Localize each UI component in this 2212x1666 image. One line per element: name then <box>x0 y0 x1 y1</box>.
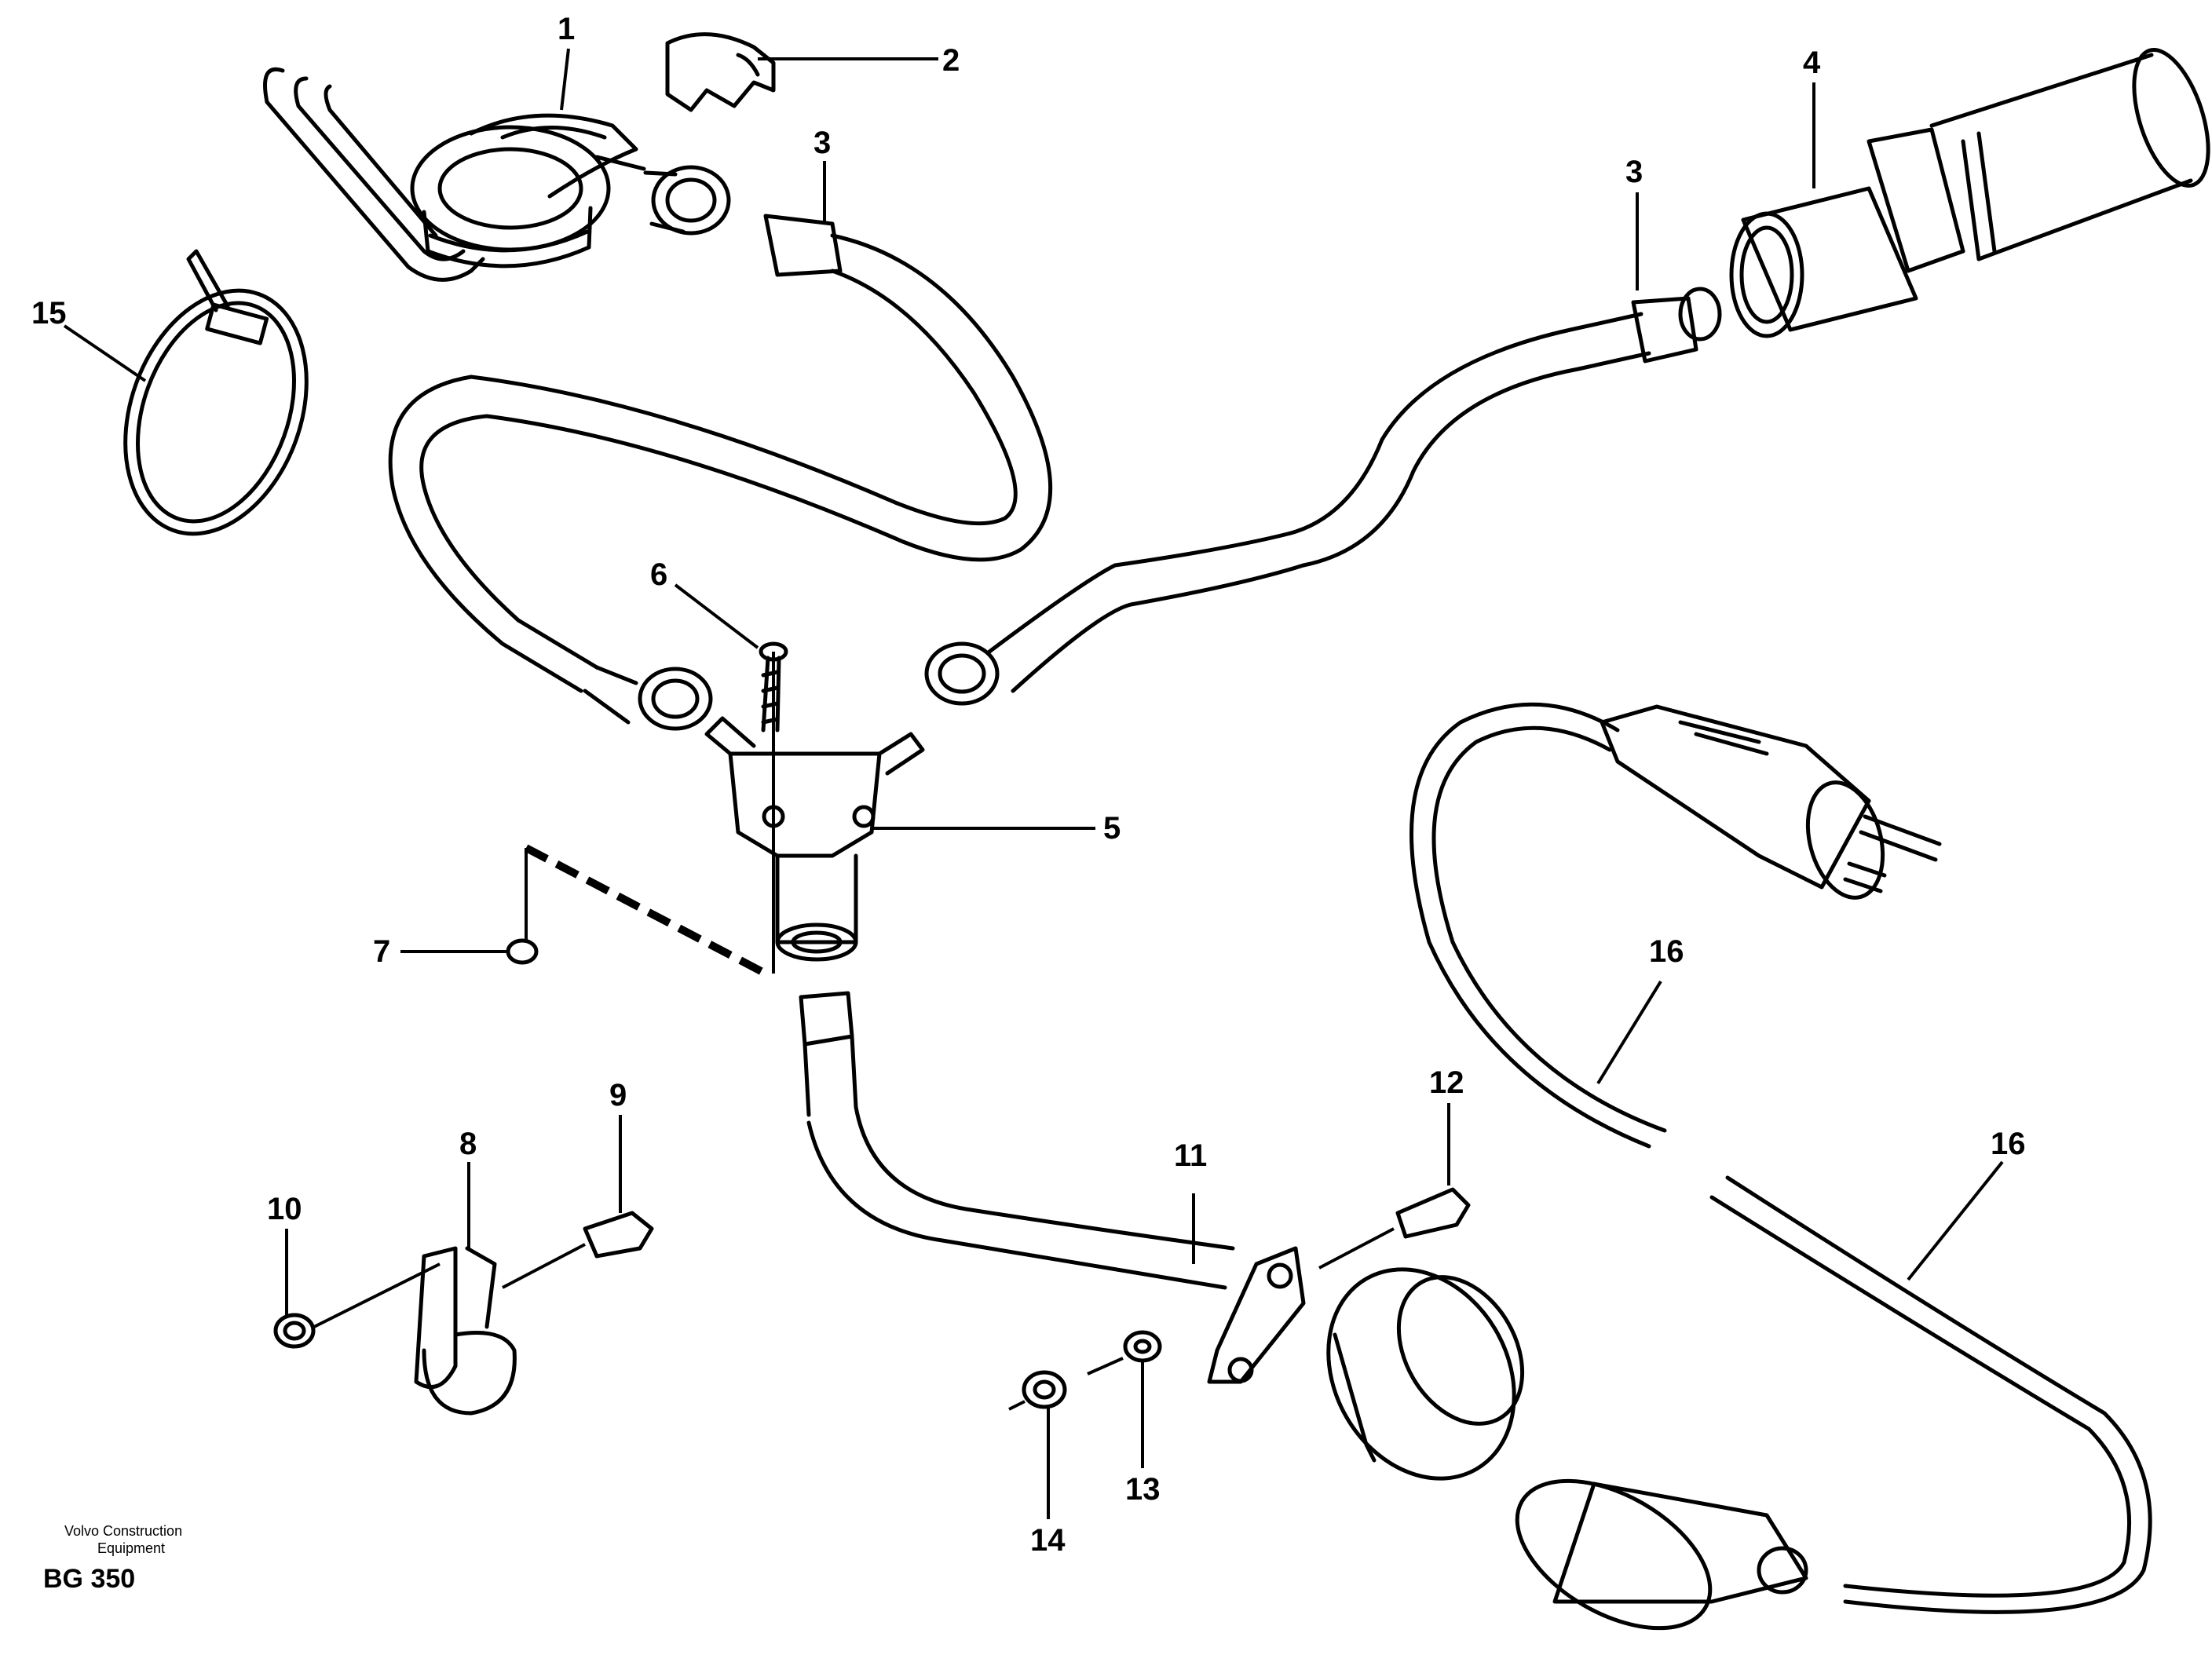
callout-12: 12 <box>1429 1065 1464 1100</box>
callout-3-right: 3 <box>1625 155 1643 189</box>
callout-16-upper: 16 <box>1649 934 1684 969</box>
socket-part <box>1207 1246 1525 1481</box>
hose-upper-loop <box>388 165 1053 731</box>
hose-right <box>924 287 1722 706</box>
callout-6: 6 <box>650 557 667 592</box>
callout-15: 15 <box>31 296 67 331</box>
nut-part-7 <box>506 844 768 977</box>
company-line-1: Volvo Construction <box>64 1523 182 1539</box>
nut-part-14 <box>1008 1370 1067 1519</box>
callout-2: 2 <box>942 43 960 78</box>
callout-4: 4 <box>1803 46 1821 80</box>
bolt-part-6 <box>759 641 788 974</box>
callout-16-lower: 16 <box>1991 1127 2026 1161</box>
cable-tie-part-15 <box>123 249 309 536</box>
callout-1: 1 <box>558 12 575 46</box>
washer-part-13 <box>1087 1330 1162 1468</box>
callout-14: 14 <box>1030 1523 1066 1558</box>
hose-part-11 <box>799 991 1235 1290</box>
callout-8: 8 <box>459 1127 477 1161</box>
callout-11: 11 <box>1174 1138 1207 1173</box>
callout-labels: 1 2 3 3 4 5 6 7 8 9 10 11 12 13 14 15 16… <box>31 12 2026 1558</box>
callout-5: 5 <box>1103 811 1121 846</box>
clip-part-2 <box>665 32 776 112</box>
nut-part-10 <box>273 1229 441 1349</box>
callout-3-left: 3 <box>814 126 831 160</box>
callout-10: 10 <box>267 1192 302 1226</box>
leader-lines <box>63 48 2004 1281</box>
cable-part-16 <box>1409 702 2152 1631</box>
bolt-part-12 <box>1318 1103 1471 1270</box>
company-line-2: Equipment <box>97 1540 165 1556</box>
callout-13: 13 <box>1125 1472 1161 1507</box>
clamp-part-8 <box>414 1162 517 1416</box>
figure-code: BG 350 <box>43 1564 135 1594</box>
footer-brand: Volvo Construction Equipment BG 350 <box>43 1523 182 1594</box>
adapter-part-4 <box>1729 48 2210 338</box>
heater-element-part-1 <box>263 68 646 282</box>
callout-9: 9 <box>609 1078 627 1112</box>
bolt-part-9 <box>502 1115 654 1289</box>
tee-connector-part-5 <box>704 716 925 962</box>
callout-7: 7 <box>373 934 390 969</box>
